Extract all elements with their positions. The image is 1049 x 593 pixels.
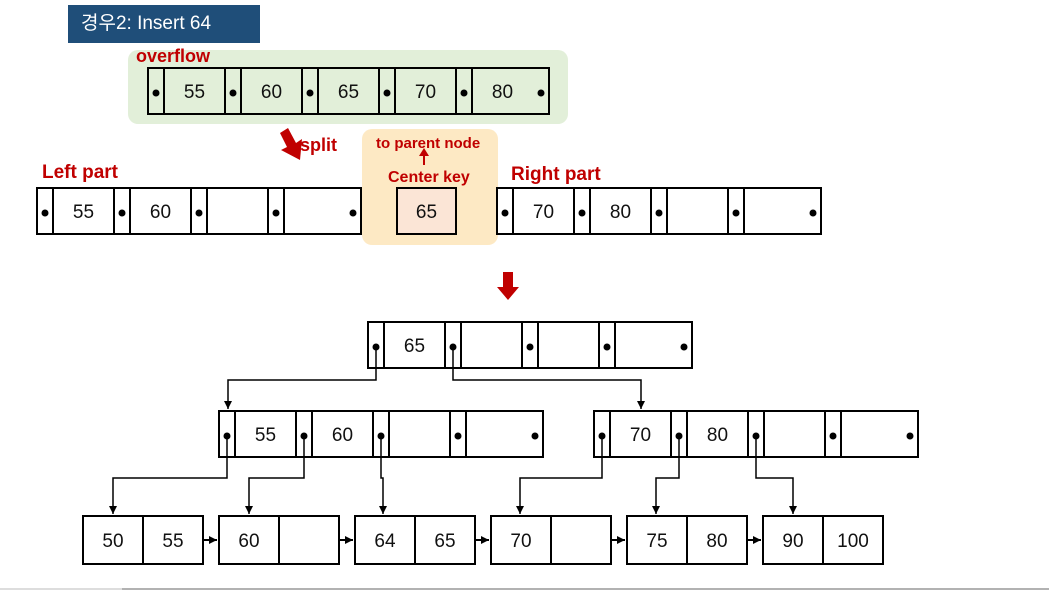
leaf-key: 60 — [238, 531, 259, 552]
leaf-key: 55 — [162, 531, 183, 552]
left-part-node-pointer-dot — [41, 209, 49, 217]
leaf-nodes: 50 55 60 64 65 70 75 80 90 100 — [82, 515, 884, 565]
to-parent-arrow — [419, 148, 429, 165]
center-key-box — [396, 187, 457, 235]
overflow-node-pointer-dot — [460, 89, 468, 97]
root-node-pointer-dot — [603, 343, 611, 351]
leaf-node: 50 55 — [82, 515, 204, 565]
overflow-node-key: 60 — [261, 82, 282, 103]
overflow-label: overflow — [136, 46, 211, 66]
leaf-key: 65 — [434, 531, 455, 552]
leaf-node: 70 — [490, 515, 612, 565]
internal-right-node-pointer-dot — [829, 432, 837, 440]
root-node-key: 65 — [404, 336, 425, 357]
internal-left-node-pointer-dot — [531, 432, 539, 440]
leaf-key: 100 — [837, 531, 869, 552]
right-part-node-pointer-dot — [501, 209, 509, 217]
page-title: 경우2: Insert 64 — [68, 5, 260, 43]
child-pointer-arrow — [379, 436, 387, 514]
center-key-label: Center key — [388, 169, 470, 186]
root-node-pointer-dot — [526, 343, 534, 351]
overflow-node-key: 80 — [492, 82, 513, 103]
center-key-node: 65 — [396, 187, 457, 235]
child-pointer-arrow — [755, 436, 797, 514]
left-part-node-key: 55 — [73, 202, 94, 223]
child-pointer-arrow — [224, 347, 377, 409]
leaf-key: 80 — [706, 531, 727, 552]
child-pointer-arrow — [652, 436, 680, 514]
leaf-node: 75 80 — [626, 515, 748, 565]
internal-left-node-key: 55 — [255, 425, 276, 446]
overflow-node-pointer-dot — [152, 89, 160, 97]
left-part-node-pointer-dot — [272, 209, 280, 217]
internal-left-node-pointer-dot — [454, 432, 462, 440]
left-part-node-pointer-dot — [195, 209, 203, 217]
overflow-node: 55 60 65 70 80 — [147, 67, 550, 115]
result-down-arrow — [497, 272, 519, 300]
right-part-label: Right part — [511, 164, 601, 185]
overflow-node-key: 55 — [184, 82, 205, 103]
to-parent-label: to parent node — [376, 135, 480, 152]
split-arrow — [280, 128, 302, 160]
overflow-node-key: 70 — [415, 82, 436, 103]
left-part-node-pointer-dot — [118, 209, 126, 217]
leaf-node: 64 65 — [354, 515, 476, 565]
overflow-node-pointer-dot — [537, 89, 545, 97]
leaf-key: 50 — [102, 531, 123, 552]
leaf-key: 64 — [374, 531, 396, 552]
overflow-node-pointer-dot — [383, 89, 391, 97]
root-node: 65 — [367, 321, 693, 369]
right-part-node: 70 80 — [496, 187, 822, 235]
overflow-node-pointer-dot — [229, 89, 237, 97]
center-key-value: 65 — [416, 202, 437, 223]
root-node-pointer-dot — [680, 343, 688, 351]
split-label: split — [300, 135, 337, 155]
child-pointer-arrow — [452, 347, 645, 409]
leaf-node: 90 100 — [762, 515, 884, 565]
overflow-node-key: 65 — [338, 82, 359, 103]
leaf-key: 90 — [782, 531, 803, 552]
child-pointer-arrow — [516, 436, 603, 514]
left-part-node: 55 60 — [36, 187, 362, 235]
left-part-node-key: 60 — [150, 202, 171, 223]
right-part-node-pointer-dot — [578, 209, 586, 217]
leaf-node: 60 — [218, 515, 340, 565]
internal-right-node-key: 70 — [630, 425, 651, 446]
child-pointer-arrow — [109, 436, 228, 514]
internal-left-node-key: 60 — [332, 425, 353, 446]
right-part-node-pointer-dot — [732, 209, 740, 217]
child-pointer-arrow — [245, 436, 305, 514]
internal-right-node-pointer-dot — [906, 432, 914, 440]
tree-links — [109, 347, 797, 514]
leaf-key: 75 — [646, 531, 667, 552]
overflow-node-pointer-dot — [306, 89, 314, 97]
right-part-node-key: 80 — [610, 202, 631, 223]
right-part-node-key: 70 — [533, 202, 554, 223]
leaf-key: 70 — [510, 531, 531, 552]
right-part-node-pointer-dot — [809, 209, 817, 217]
right-part-node-pointer-dot — [655, 209, 663, 217]
left-part-node-pointer-dot — [349, 209, 357, 217]
left-part-label: Left part — [42, 162, 119, 183]
internal-right-node-key: 80 — [707, 425, 728, 446]
